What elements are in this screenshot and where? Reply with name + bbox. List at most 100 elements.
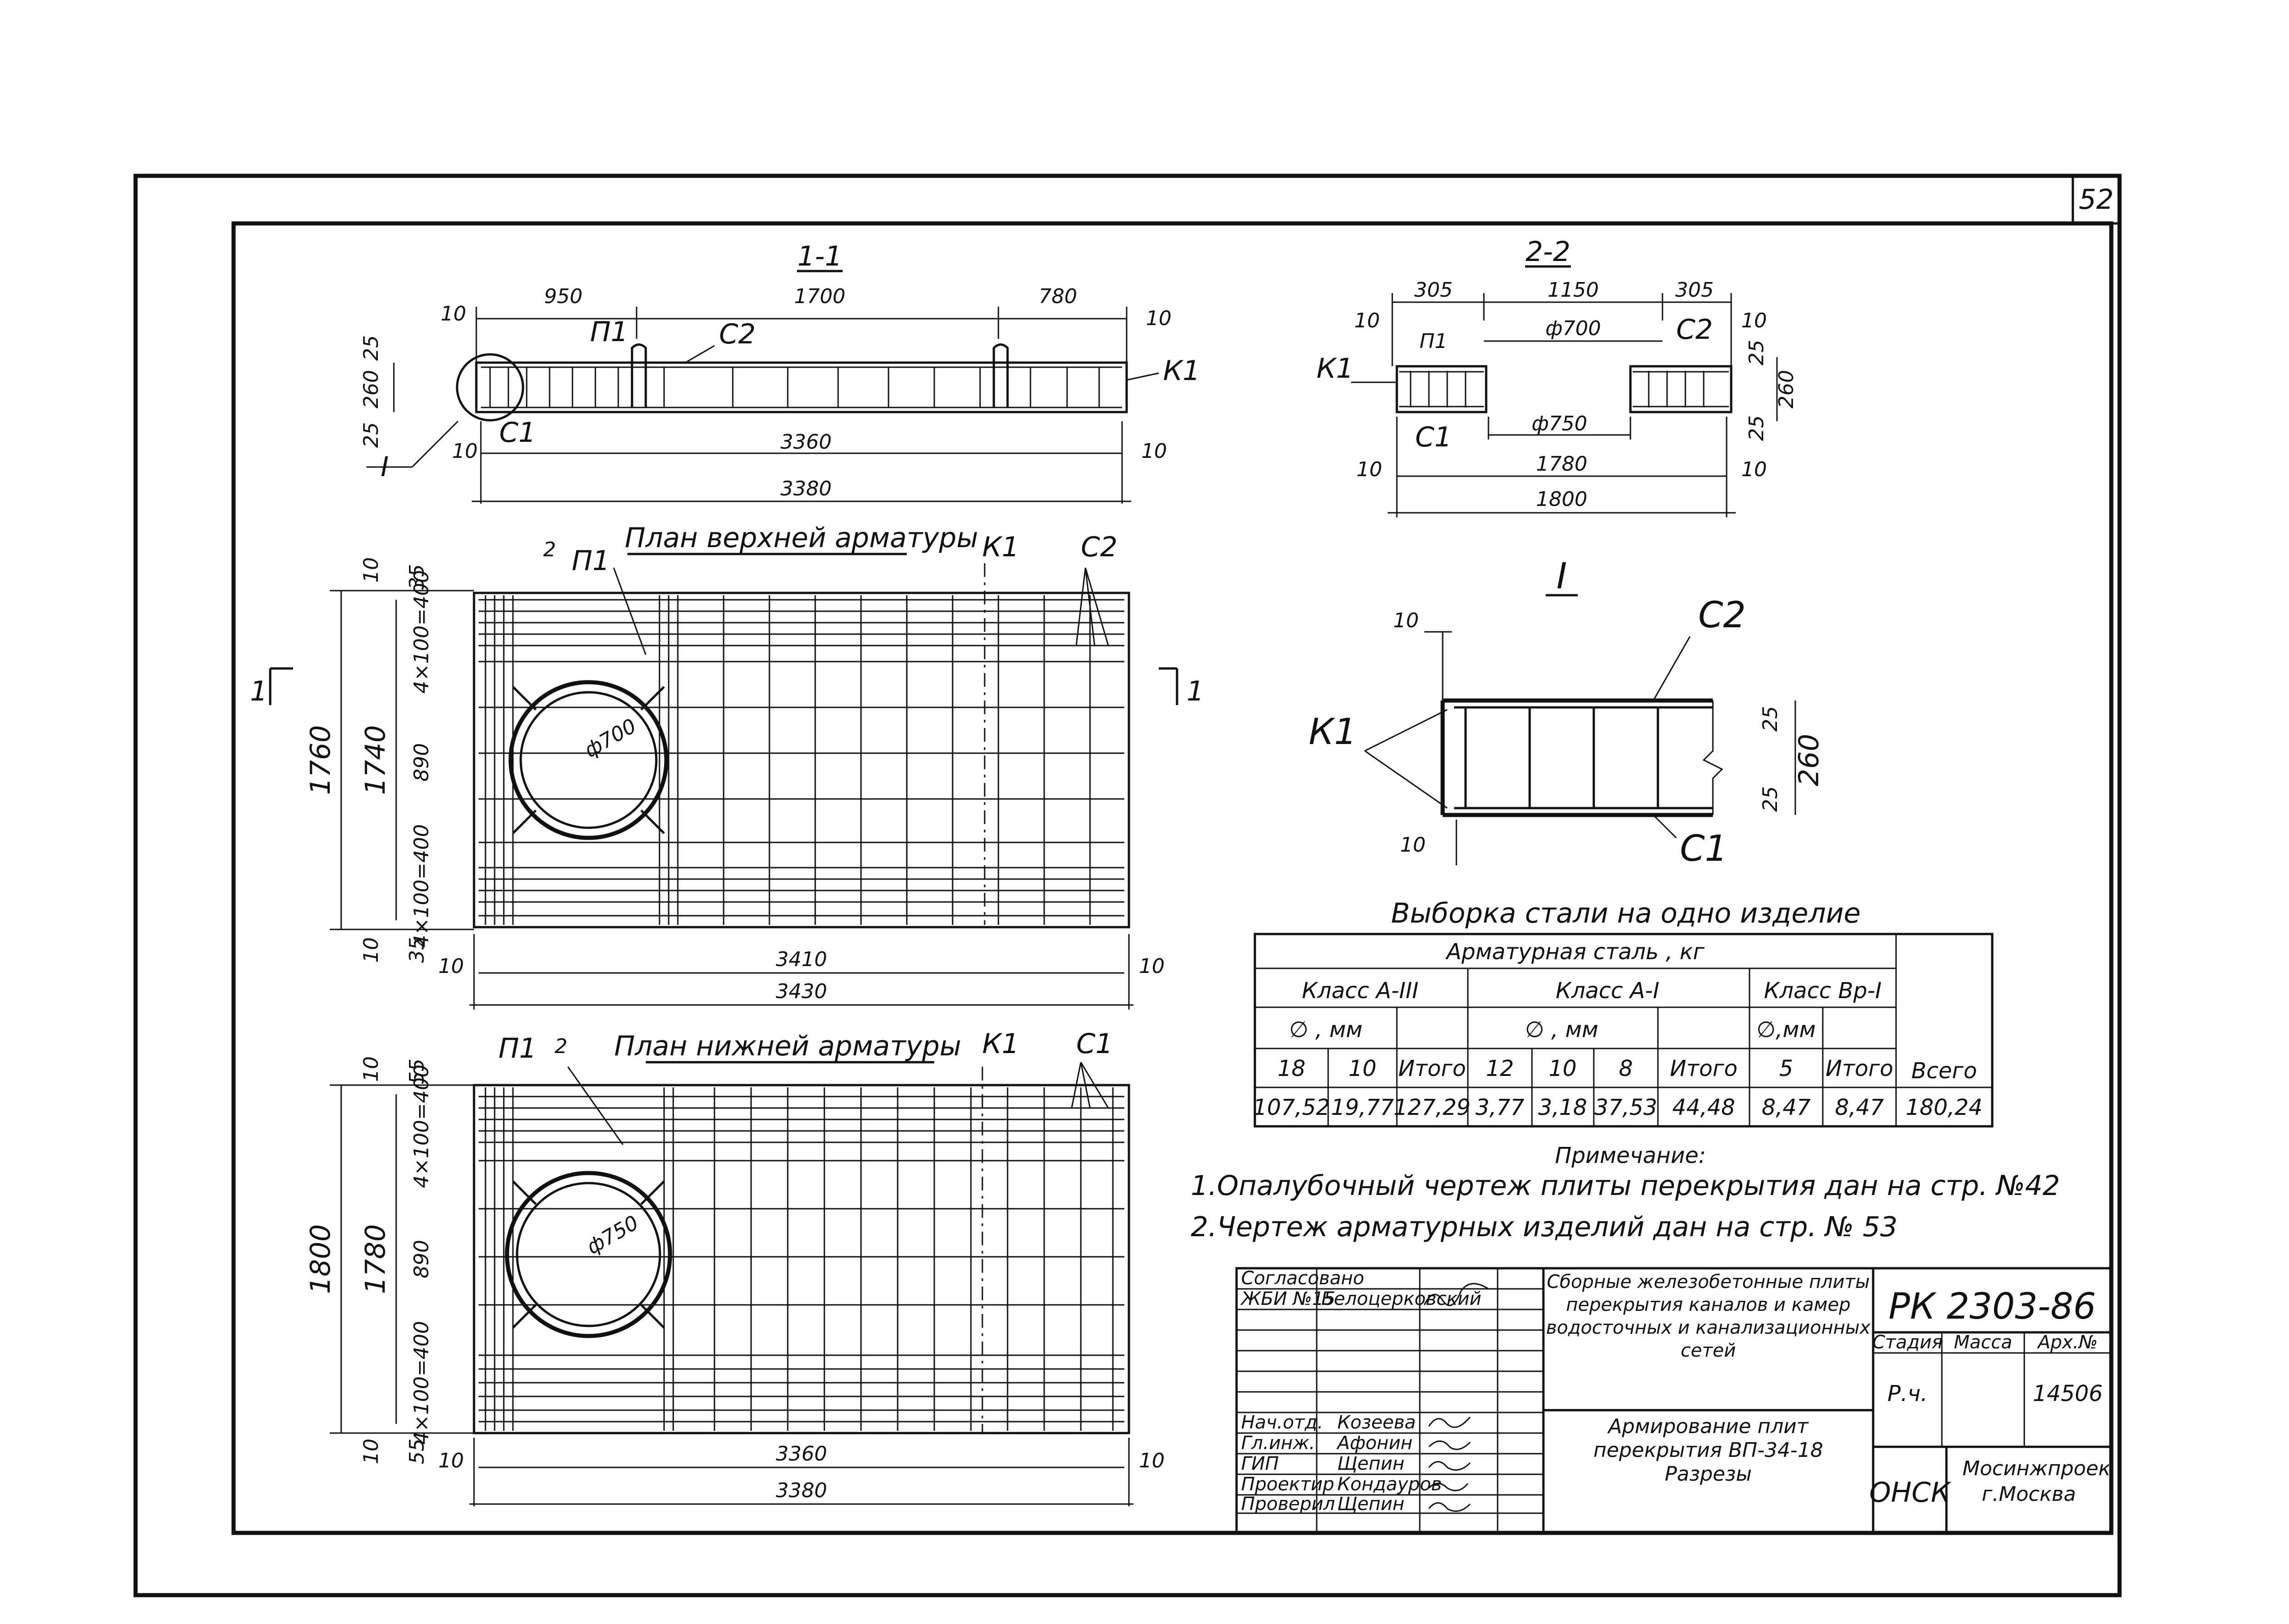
steel-val-4: 3,18: [1538, 1095, 1587, 1120]
plan-bottom-callout: 2: [555, 1035, 567, 1058]
tb-role-3: Проектир: [1241, 1474, 1334, 1495]
plan-bottom: План нижней арматуры П1 2 К1 С1: [305, 1028, 1165, 1506]
steel-total-label: Всего: [1911, 1058, 1977, 1084]
tb-role-1: Гл.инж.: [1241, 1433, 1315, 1454]
detail-dim-25-top: 25: [1759, 706, 1782, 732]
dim-10-2br: 10: [1741, 458, 1767, 481]
slab-1-1: [475, 361, 1128, 413]
plan-bottom-dim-3360: 3360: [776, 1442, 827, 1466]
tb-dept: ОНСК: [1869, 1477, 1951, 1509]
tb-org-0: ЖБИ №15: [1240, 1288, 1335, 1309]
plan-bottom-p1: П1: [498, 1032, 536, 1065]
plan-bottom-title: План нижней арматуры: [614, 1030, 961, 1062]
dim-780: 780: [1039, 285, 1077, 308]
label-p1: П1: [590, 316, 628, 348]
plan-bottom-dim-3380: 3380: [776, 1479, 827, 1502]
dim-25-2t: 25: [1745, 340, 1768, 365]
plan-bottom-dim-seg-top: 4×100=400: [410, 1065, 433, 1188]
detail-dim-25-bottom: 25: [1759, 786, 1782, 812]
dim-10-br: 10: [1141, 440, 1167, 463]
steel-table-title: Выборка стали на одно изделие: [1391, 897, 1860, 929]
tb-name-1: Афонин: [1336, 1433, 1412, 1454]
steel-size-12: 12: [1486, 1056, 1514, 1081]
steel-val-8: 8,47: [1835, 1095, 1884, 1120]
steel-itogo-a3: Итого: [1398, 1056, 1466, 1081]
tb-agreed: Согласовано: [1241, 1268, 1364, 1289]
plan-top-dim-3410: 3410: [776, 948, 827, 971]
inner-frame: [231, 221, 2114, 1535]
notes-title: Примечание:: [1555, 1143, 1706, 1168]
steel-size-18: 18: [1277, 1056, 1305, 1081]
detail-label-k1: К1: [1308, 712, 1357, 753]
steel-class-a3: Класс А-III: [1302, 978, 1419, 1004]
tb-role-2: ГИП: [1241, 1453, 1279, 1474]
detail-dim-10-bottom: 10: [1400, 833, 1426, 857]
dim-260-2: 260: [1775, 370, 1798, 408]
plan-bottom-c1: С1: [1076, 1028, 1113, 1060]
tb-org-1: Белоцерковский: [1321, 1288, 1482, 1309]
signature-0: [1423, 1283, 1489, 1306]
notes: Примечание: 1.Опалубочный чертеж плиты п…: [1191, 1143, 2060, 1243]
plan-top-dim-35-t: 35: [405, 564, 429, 590]
detail-dim-10-top: 10: [1393, 609, 1419, 632]
section-1-1: 1-1 950 1700 780 10 10: [360, 240, 1200, 504]
dim-phi750: ф750: [1531, 412, 1587, 435]
dim-1780-2: 1780: [1536, 452, 1587, 476]
detail-circle: [456, 353, 524, 422]
dim-phi700: ф700: [1545, 317, 1601, 340]
steel-diam-bp1: ∅,мм: [1756, 1017, 1816, 1043]
plan-top-dim-890: 890: [410, 743, 433, 782]
slab-2-2-left: [1395, 365, 1488, 413]
plan-top-dim-seg-top: 4×100=400: [410, 570, 433, 694]
dim-10-l: 10: [1354, 309, 1380, 332]
steel-val-2: 127,29: [1394, 1095, 1471, 1120]
steel-size-5: 5: [1779, 1056, 1793, 1081]
detail-dim-260: 260: [1793, 734, 1825, 787]
plan-top-dim-35-b: 35: [405, 937, 429, 963]
dim-3380: 3380: [780, 477, 832, 500]
tb-archive-header: Арх.№: [2037, 1332, 2098, 1353]
detail-title: I: [1556, 556, 1567, 597]
outer-frame: [133, 174, 2122, 1597]
plan-top-hole: [508, 680, 669, 840]
label-c1-2: С1: [1415, 421, 1452, 453]
dim-305-l: 305: [1414, 278, 1453, 302]
steel-header-main: Арматурная сталь , кг: [1445, 939, 1705, 965]
plan-top-k1: К1: [982, 531, 1019, 563]
steel-val-6: 44,48: [1672, 1095, 1735, 1120]
plan-bottom-dim-10-b: 10: [360, 1439, 383, 1464]
plan-top-p1: П1: [572, 545, 610, 577]
dim-3360: 3360: [780, 430, 832, 454]
dim-10-r: 10: [1741, 309, 1767, 332]
tb-sheet-title: Армирование плит перекрытия ВП-34-18 Раз…: [1593, 1415, 1823, 1486]
plan-top-dim-1740: 1740: [360, 725, 392, 795]
plan-top-slab: [473, 592, 1130, 929]
dim-10-2bl: 10: [1357, 458, 1382, 481]
steel-size-8: 8: [1619, 1056, 1633, 1081]
slab-2-2-right: [1629, 365, 1733, 413]
dim-10-tr: 10: [1146, 307, 1172, 330]
label-c1: С1: [499, 417, 536, 449]
plan-bottom-cross-bars: [485, 1087, 1114, 1431]
title-block: Согласовано ЖБИ №15 Белоцерковский Нач.о…: [1235, 1267, 2113, 1534]
page-number: 52: [2079, 184, 2114, 216]
label-p1-2: П1: [1419, 330, 1447, 353]
plan-bottom-dim-55-b: 55: [405, 1439, 429, 1464]
detail-I: I 10 С2 К1 С1 10 25 260 25: [1308, 556, 1825, 869]
plan-top-dim-1760: 1760: [305, 725, 337, 795]
plan-bottom-dim-10-r: 10: [1139, 1449, 1165, 1472]
plan-top-callout: 2: [543, 538, 556, 561]
plan-bottom-slab: [473, 1084, 1130, 1434]
plan-top-dim-10-r: 10: [1139, 955, 1165, 978]
tb-stage-header: Стадия: [1872, 1332, 1942, 1353]
plan-top-dim-10-t: 10: [360, 557, 383, 583]
plan-bottom-dim-1800: 1800: [305, 1224, 337, 1294]
steel-val-1: 19,77: [1331, 1095, 1394, 1120]
steel-val-3: 3,77: [1476, 1095, 1525, 1120]
plan-top-title: План верхней арматуры: [625, 522, 978, 554]
tb-stage-value: Р.ч.: [1887, 1381, 1928, 1407]
dim-25-bottom: 25: [360, 422, 383, 448]
plan-bottom-k1: К1: [982, 1028, 1019, 1060]
steel-val-7: 8,47: [1762, 1095, 1811, 1120]
tb-archive-value: 14506: [2033, 1381, 2103, 1407]
